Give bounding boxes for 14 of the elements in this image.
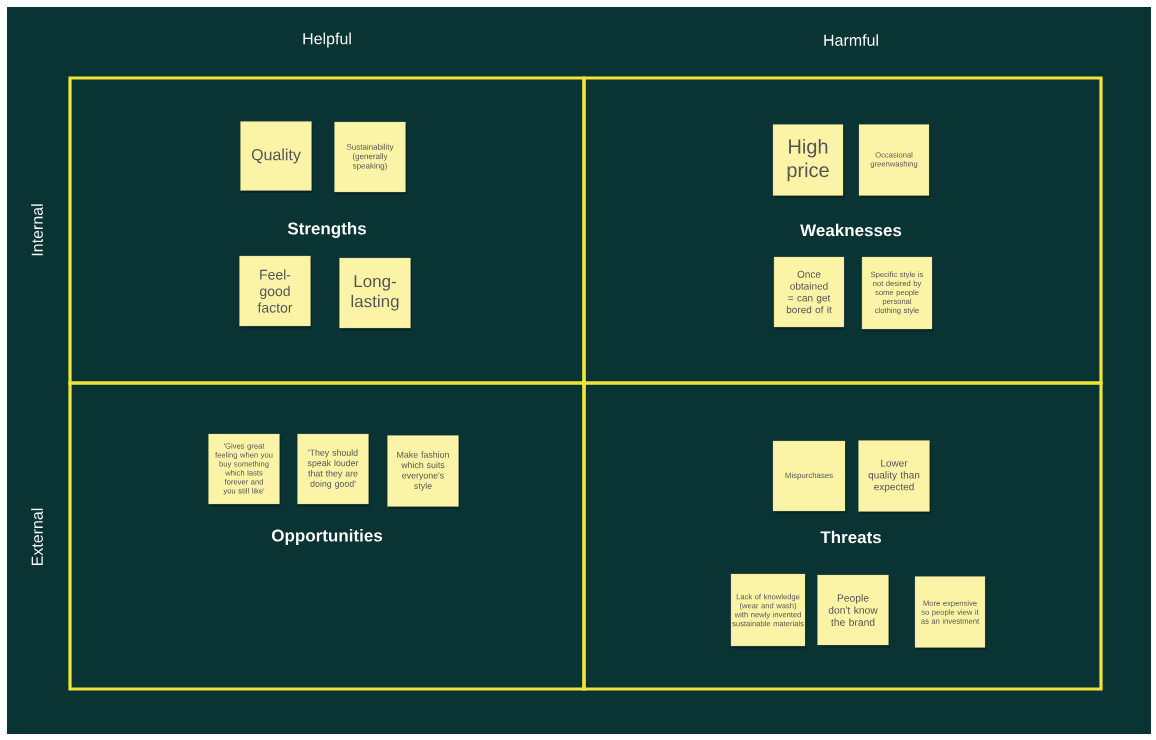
sticky-note: 'They should speak louder that they are doing good' <box>297 433 370 507</box>
column-label: Helpful <box>303 32 351 48</box>
sticky-note: High price <box>772 124 845 198</box>
sticky-note: Feel-good factor <box>239 255 312 329</box>
sticky-note: Make fashion which suits everyone's style <box>387 435 460 509</box>
sticky-note: Long-lasting <box>339 257 412 331</box>
row-label: External <box>31 508 43 566</box>
sticky-note: Quality <box>240 121 313 193</box>
sticky-note: People don't know the brand <box>817 574 890 648</box>
column-label: Harmful <box>824 34 878 46</box>
row-label: Internal <box>31 204 43 256</box>
sticky-note: Once obtained = can get bored of it <box>773 256 846 330</box>
sticky-note: Sustainability (generally speaking) <box>334 121 407 195</box>
sticky-note: Lower quality than expected <box>858 440 931 514</box>
